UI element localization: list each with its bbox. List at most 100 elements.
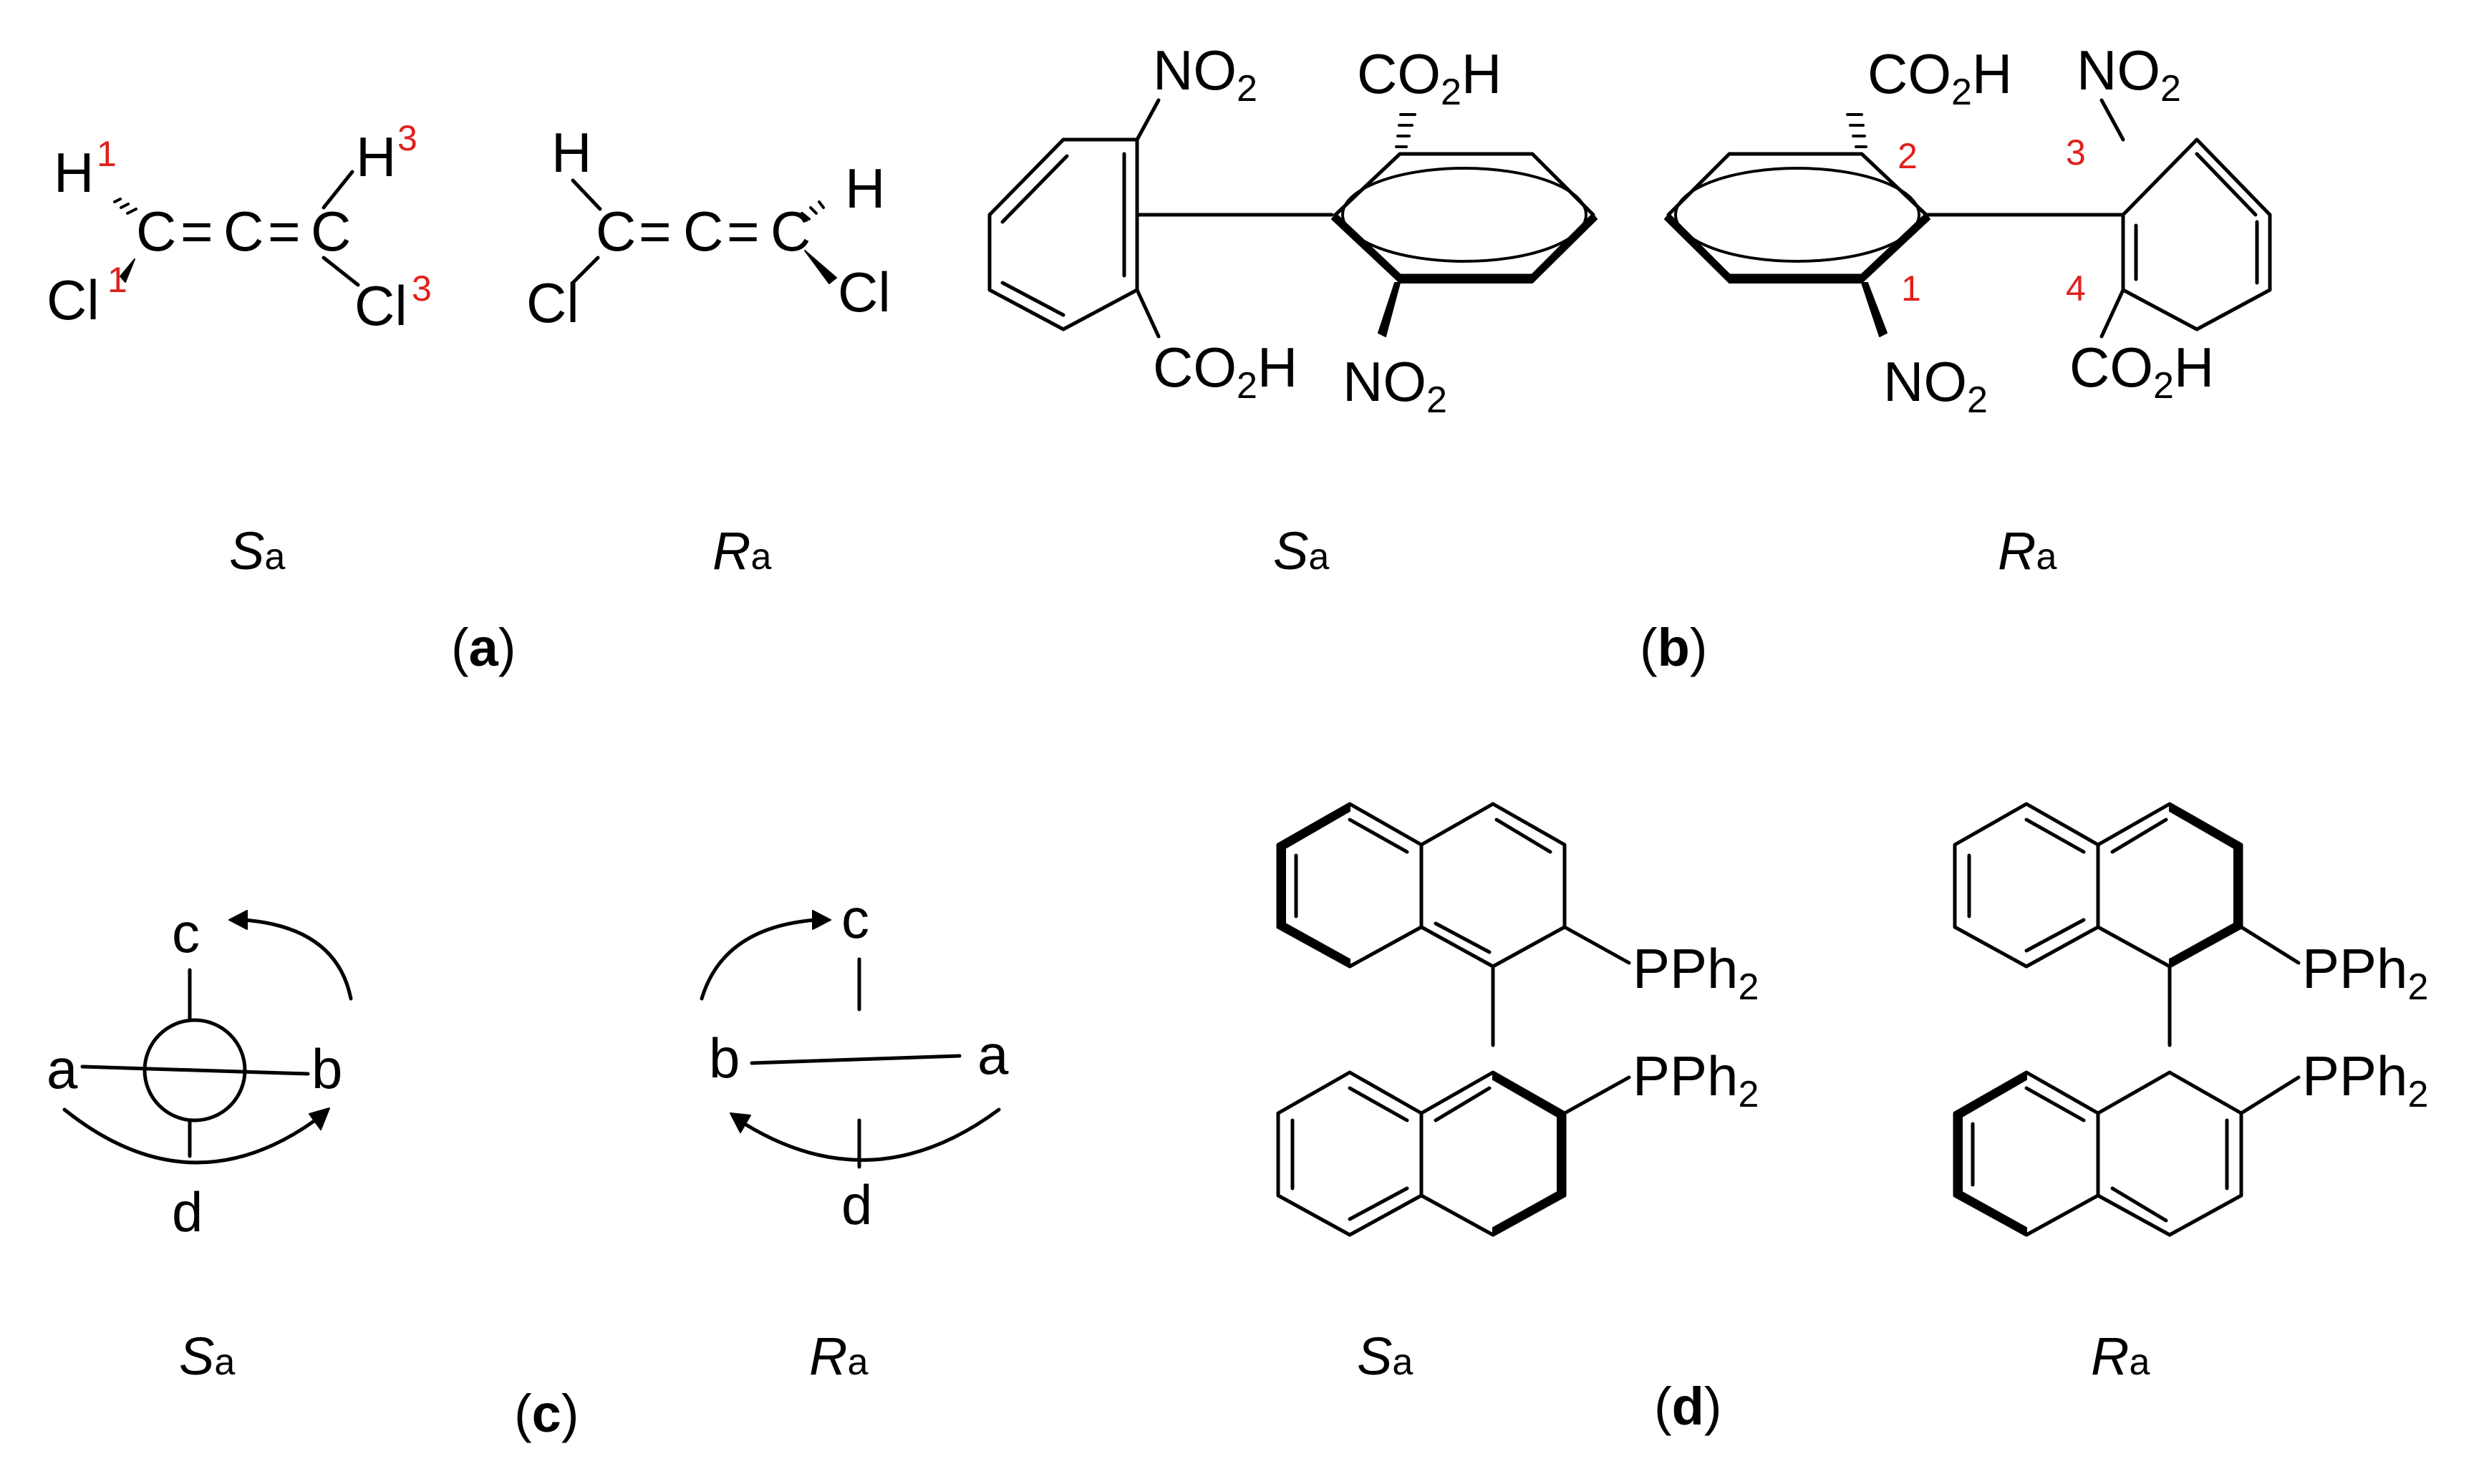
arrow-head	[228, 910, 248, 930]
ring	[2096, 802, 2243, 969]
benzene-ring	[987, 137, 1139, 331]
substituent-label: b	[709, 1027, 740, 1090]
panel-caption: (b)	[1640, 618, 1708, 677]
arrow-head	[309, 1107, 330, 1130]
arrow-head	[730, 1112, 751, 1133]
atom-h: H	[54, 141, 94, 204]
hash-bond	[1846, 113, 1867, 148]
stereo-label: Ra	[2091, 1327, 2150, 1386]
atom-h: H	[845, 157, 885, 220]
atom-c: C	[311, 200, 351, 263]
group-no2: NO2	[1883, 350, 1988, 421]
bond-line	[571, 178, 602, 211]
bond-line	[322, 170, 354, 210]
group-co2h: CO2H	[2069, 336, 2214, 407]
substituent-label: d	[841, 1173, 872, 1236]
substituent-label: a	[47, 1037, 78, 1100]
wedge-bond	[1861, 282, 1888, 337]
stereo-label: Ra	[712, 521, 771, 581]
wedge-bond	[1378, 282, 1401, 337]
group-no2: NO2	[2077, 39, 2181, 110]
wedge-edge	[1557, 1112, 1565, 1196]
rotation-arrow	[743, 1107, 1001, 1162]
wedge-edge	[1729, 275, 1862, 283]
substituent-label: c	[841, 887, 869, 950]
group-pph2: PPh2	[2302, 937, 2428, 1008]
newman-sa: c a b d Sa	[47, 901, 353, 1386]
atom-c: C	[770, 200, 811, 263]
atom-cl: Cl	[354, 274, 407, 337]
ring	[1419, 802, 1567, 969]
substituent-label: b	[311, 1037, 342, 1100]
benzene-ring	[2121, 137, 2272, 331]
group-co2h: CO2H	[1357, 42, 1502, 113]
ring	[2096, 1070, 2243, 1237]
panel-c: c a b d Sa c b a d Ra (c)	[47, 887, 1009, 1443]
rotation-arrow	[241, 918, 353, 1001]
allene-ra: H C = C = C H Cl Cl Ra	[526, 121, 891, 581]
hash-bond	[113, 198, 137, 215]
wedge-edge	[1954, 1112, 1963, 1196]
newman-ra: c b a d Ra	[700, 887, 1009, 1386]
wedge-edge	[1399, 275, 1533, 283]
bond-line	[571, 256, 600, 285]
ring	[1953, 802, 2100, 969]
wedge-edge	[2169, 803, 2242, 849]
locant: 3	[412, 268, 432, 309]
bond-double: =	[639, 200, 672, 263]
substituent-label: d	[172, 1180, 203, 1243]
group-pph2: PPh2	[2302, 1044, 2428, 1115]
hash-bond	[801, 200, 825, 220]
stereo-label: Sa	[1357, 1327, 1413, 1386]
wedge-edge	[1532, 214, 1598, 283]
wedge-edge	[1277, 923, 1350, 967]
wedge-bond	[120, 258, 135, 283]
stereo-label: Sa	[229, 521, 285, 581]
atom-c: C	[596, 200, 636, 263]
substituent-label: a	[977, 1023, 1009, 1086]
panel-d: PPh2 PPh2 Sa PPh2 PPh2 Ra (d)	[1276, 802, 2428, 1436]
atom-c: C	[683, 200, 723, 263]
wedge-edge	[2169, 923, 2242, 967]
locant: 4	[2066, 268, 2086, 309]
panel-b: NO2 CO2H CO2H NO2 Sa CO2H NO2 NO2 CO2H 2…	[987, 39, 2272, 677]
wedge-edge	[1664, 214, 1730, 283]
aromatic-circle	[1341, 167, 1587, 263]
group-no2: NO2	[1153, 39, 1257, 110]
panel-caption: (a)	[451, 618, 516, 677]
locant: 3	[2066, 132, 2086, 173]
locant: 2	[1898, 136, 1918, 176]
stereo-label: Ra	[1998, 521, 2057, 581]
wedge-edge	[1492, 1072, 1565, 1117]
locant: 1	[97, 134, 117, 174]
biphenyl-sa: NO2 CO2H CO2H NO2 Sa	[987, 39, 1598, 581]
substituent-label: c	[172, 901, 200, 964]
stereo-label: Sa	[179, 1327, 235, 1386]
atom-c: C	[223, 200, 264, 263]
atom-cl: Cl	[47, 268, 100, 331]
group-pph2: PPh2	[1633, 937, 1759, 1008]
ring	[1953, 1070, 2100, 1237]
bond-double: =	[180, 200, 213, 263]
group-co2h: CO2H	[1153, 336, 1297, 407]
atom-h: H	[551, 121, 591, 184]
wedge-edge	[1954, 1191, 2027, 1236]
wedge-edge	[1277, 844, 1286, 928]
group-pph2: PPh2	[1633, 1044, 1759, 1115]
wedge-edge	[1331, 214, 1401, 283]
atom-cl: Cl	[838, 261, 891, 324]
panel-caption: (c)	[514, 1384, 579, 1443]
panel-caption: (d)	[1654, 1377, 1722, 1436]
wedge-edge	[1954, 1072, 2027, 1117]
panel-a: H 1 C = C = C H 3 Cl 1 Cl 3 Sa H C = C =…	[47, 118, 891, 677]
bond-line	[322, 256, 360, 287]
group-co2h: CO2H	[1867, 42, 2012, 113]
bond-double: =	[727, 200, 760, 263]
group-no2: NO2	[1343, 350, 1447, 421]
allene-sa: H 1 C = C = C H 3 Cl 1 Cl 3 Sa	[47, 118, 432, 581]
wedge-edge	[1277, 803, 1350, 849]
bond-double: =	[268, 200, 301, 263]
locant: 1	[1901, 268, 1921, 309]
